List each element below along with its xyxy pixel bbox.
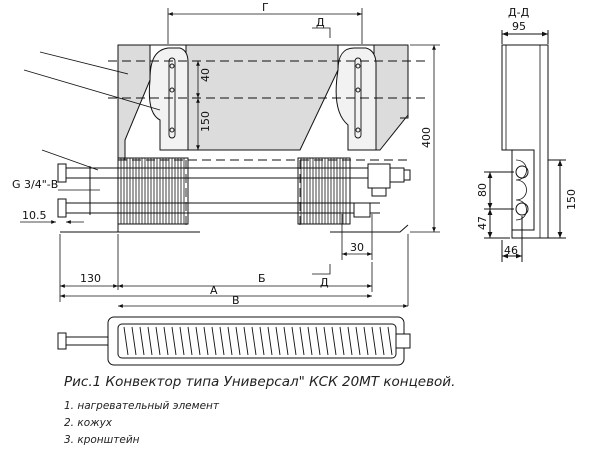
dim-section: Д-Д [508,6,530,19]
dim-95: 95 [512,20,526,33]
top-fins [123,326,393,356]
dim-10-5: 10.5 [22,209,47,222]
legend-item-casing: 2. кожух [64,417,113,429]
dim-400: 400 [420,127,433,148]
casing-outline [117,44,409,160]
dim-40: 40 [199,68,212,82]
side-pipe-upper [515,165,529,179]
dimension-lines [20,8,440,308]
figure-caption: Рис.1 Конвектор типа Универсал" КСК 20МТ… [64,374,456,390]
legend-item-bracket: 3. кронштейн [64,434,140,446]
dim-g: Г [262,1,269,14]
dim-46: 46 [504,244,518,257]
legend-item-heating-element: 1. нагревательный элемент [64,400,220,412]
dim-d-bottom: Д [320,276,329,289]
dim-30: 30 [350,241,364,254]
dim-b: Б [258,272,266,285]
dim-130: 130 [80,272,101,285]
dim-d-top: Д [316,16,325,29]
bracket-right [335,47,377,151]
leader-lines [23,51,161,171]
dim-80: 80 [476,183,489,197]
side-pipe-lower [515,202,529,216]
dim-47: 47 [476,216,489,230]
valve [367,163,391,189]
dim-150-bracket: 150 [199,111,212,132]
dim-150-side: 150 [565,189,578,210]
dim-v: В [232,294,240,307]
dim-thread: G 3/4"-В [12,178,58,191]
fins-right [297,157,351,225]
dim-a: А [210,284,218,297]
front-view [57,44,430,233]
top-view [57,316,411,366]
fins-left [117,157,189,225]
dimension-labels: Г Д Д-Д 95 40 150 400 80 47 150 46 G 3/4… [12,1,578,307]
side-view [484,30,566,262]
side-casing [501,44,549,239]
